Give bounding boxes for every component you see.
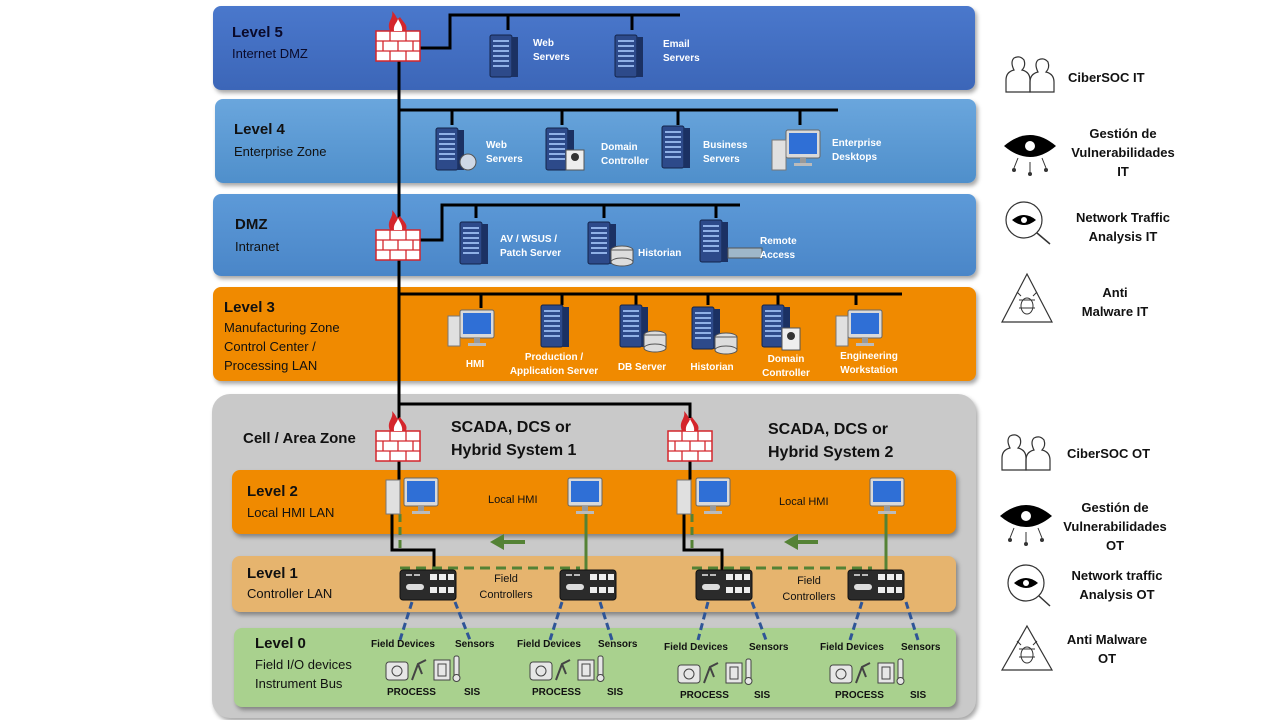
engineering-workstation-icon xyxy=(847,309,883,347)
network-traffic-analysis-ot-label: Network traffic Analysis OT xyxy=(1071,568,1163,602)
field-devices-icon xyxy=(677,658,753,686)
web-server-icon xyxy=(489,34,519,78)
remote-access-label: Remote Access xyxy=(760,236,797,261)
network-traffic-analysis-it-label: Network Traffic Analysis IT xyxy=(1076,210,1170,244)
firewall-icon-level5 xyxy=(375,10,421,62)
process-label: PROCESS xyxy=(835,690,884,701)
people-icon xyxy=(1005,56,1055,93)
local-hmi-label: Local HMI xyxy=(488,494,538,506)
level1-subtitle: Controller LAN xyxy=(247,586,333,601)
level0-subtitle: Field I/O devices Instrument Bus xyxy=(255,657,352,691)
field-devices-icon xyxy=(385,655,461,683)
enterprise-desktops-label: Enterprise Desktops xyxy=(832,138,882,163)
level0-title: Level 0 xyxy=(255,635,306,652)
field-devices-icon xyxy=(829,658,905,686)
field-controller-icon xyxy=(695,569,753,601)
patch-server-icon xyxy=(459,221,489,265)
cibersoc-it-label: CiberSOC IT xyxy=(1068,70,1145,85)
field-devices-label: Field Devices xyxy=(517,639,581,650)
field-devices-icon xyxy=(529,655,605,683)
db-server-label: DB Server xyxy=(617,362,667,373)
historian-label: Historian xyxy=(690,362,734,373)
historian-label: Historian xyxy=(638,248,682,259)
process-label: PROCESS xyxy=(387,687,436,698)
level4-band xyxy=(215,99,976,183)
field-devices-label: Field Devices xyxy=(664,642,728,653)
field-controller-icon xyxy=(559,569,617,601)
eye-magnifier-icon xyxy=(1007,564,1051,607)
system1-title: SCADA, DCS or Hybrid System 1 xyxy=(451,419,577,459)
vulnerability-management-it-label: Gestión de Vulnerabilidades IT xyxy=(1071,126,1175,179)
level4-title: Level 4 xyxy=(234,121,285,138)
domain-controller-label: Domain Controller xyxy=(601,142,649,167)
process-label: PROCESS xyxy=(680,690,729,701)
bug-warning-icon xyxy=(1001,272,1053,323)
database-icon xyxy=(610,257,634,267)
field-controllers-label: Field Controllers xyxy=(782,575,836,603)
eye-network-icon xyxy=(1004,135,1056,176)
cibersoc-ot-label: CiberSOC OT xyxy=(1067,446,1151,461)
local-hmi-icon xyxy=(567,477,603,515)
email-server-icon xyxy=(614,34,644,78)
level5-band xyxy=(213,6,975,90)
web-servers-label: Web Servers xyxy=(533,38,570,63)
engineering-workstation-label: Engineering Workstation xyxy=(840,351,898,376)
level1-title: Level 1 xyxy=(247,565,298,582)
field-controllers-label: Field Controllers xyxy=(479,573,533,601)
dmz-subtitle: Intranet xyxy=(235,239,280,254)
sis-label: SIS xyxy=(607,687,624,698)
cell-area-zone-title: Cell / Area Zone xyxy=(243,430,356,447)
web-servers-label: Web Servers xyxy=(486,140,523,165)
field-controller-icon xyxy=(399,569,457,601)
level3-title: Level 3 xyxy=(224,299,275,316)
sensors-label: Sensors xyxy=(749,642,789,653)
sensors-label: Sensors xyxy=(598,639,638,650)
eye-network-icon xyxy=(1000,505,1052,546)
level5-title: Level 5 xyxy=(232,24,283,41)
remote-access-server-icon xyxy=(699,219,729,263)
level2-title: Level 2 xyxy=(247,483,298,500)
level3-subtitle: Manufacturing Zone Control Center / Proc… xyxy=(224,320,340,373)
local-hmi-label: Local HMI xyxy=(779,496,829,508)
production-server-label: Production / Application Server xyxy=(509,352,599,377)
system2-title: SCADA, DCS or Hybrid System 2 xyxy=(768,421,894,461)
sis-label: SIS xyxy=(910,690,927,701)
domain-controller-label: Domain Controller xyxy=(762,354,810,379)
anti-malware-it-label: Anti Malware IT xyxy=(1081,285,1149,319)
process-label: PROCESS xyxy=(532,687,581,698)
field-devices-label: Field Devices xyxy=(371,639,435,650)
vulnerability-management-ot-label: Gestión de Vulnerabilidades OT xyxy=(1063,500,1167,553)
field-devices-label: Field Devices xyxy=(820,642,884,653)
business-servers-label: Business Servers xyxy=(703,140,748,165)
desktop-icon xyxy=(785,129,821,167)
hmi-workstation-icon xyxy=(403,477,439,515)
firewall-icon-system2 xyxy=(667,410,713,462)
field-controller-icon xyxy=(847,569,905,601)
level5-subtitle: Internet DMZ xyxy=(232,46,308,61)
local-hmi-icon xyxy=(869,477,905,515)
bug-warning-icon xyxy=(1000,624,1054,671)
people-icon xyxy=(1001,434,1051,471)
business-server-icon xyxy=(661,125,691,169)
sensors-label: Sensors xyxy=(455,639,495,650)
anti-malware-ot-label: Anti Malware OT xyxy=(1066,632,1148,666)
level2-subtitle: Local HMI LAN xyxy=(247,505,335,520)
dmz-title: DMZ xyxy=(235,216,268,233)
sis-label: SIS xyxy=(464,687,481,698)
hmi-workstation-icon xyxy=(695,477,731,515)
email-servers-label: Email Servers xyxy=(663,39,700,64)
production-server-icon xyxy=(540,304,570,348)
eye-magnifier-icon xyxy=(1005,201,1051,245)
sensors-label: Sensors xyxy=(901,642,941,653)
patch-server-label: AV / WSUS / Patch Server xyxy=(500,234,562,259)
sis-label: SIS xyxy=(754,690,771,701)
hmi-icon xyxy=(459,309,495,347)
hmi-label: HMI xyxy=(465,359,485,370)
router-icon xyxy=(727,247,763,259)
level4-subtitle: Enterprise Zone xyxy=(234,144,327,159)
globe-icon xyxy=(459,153,477,171)
